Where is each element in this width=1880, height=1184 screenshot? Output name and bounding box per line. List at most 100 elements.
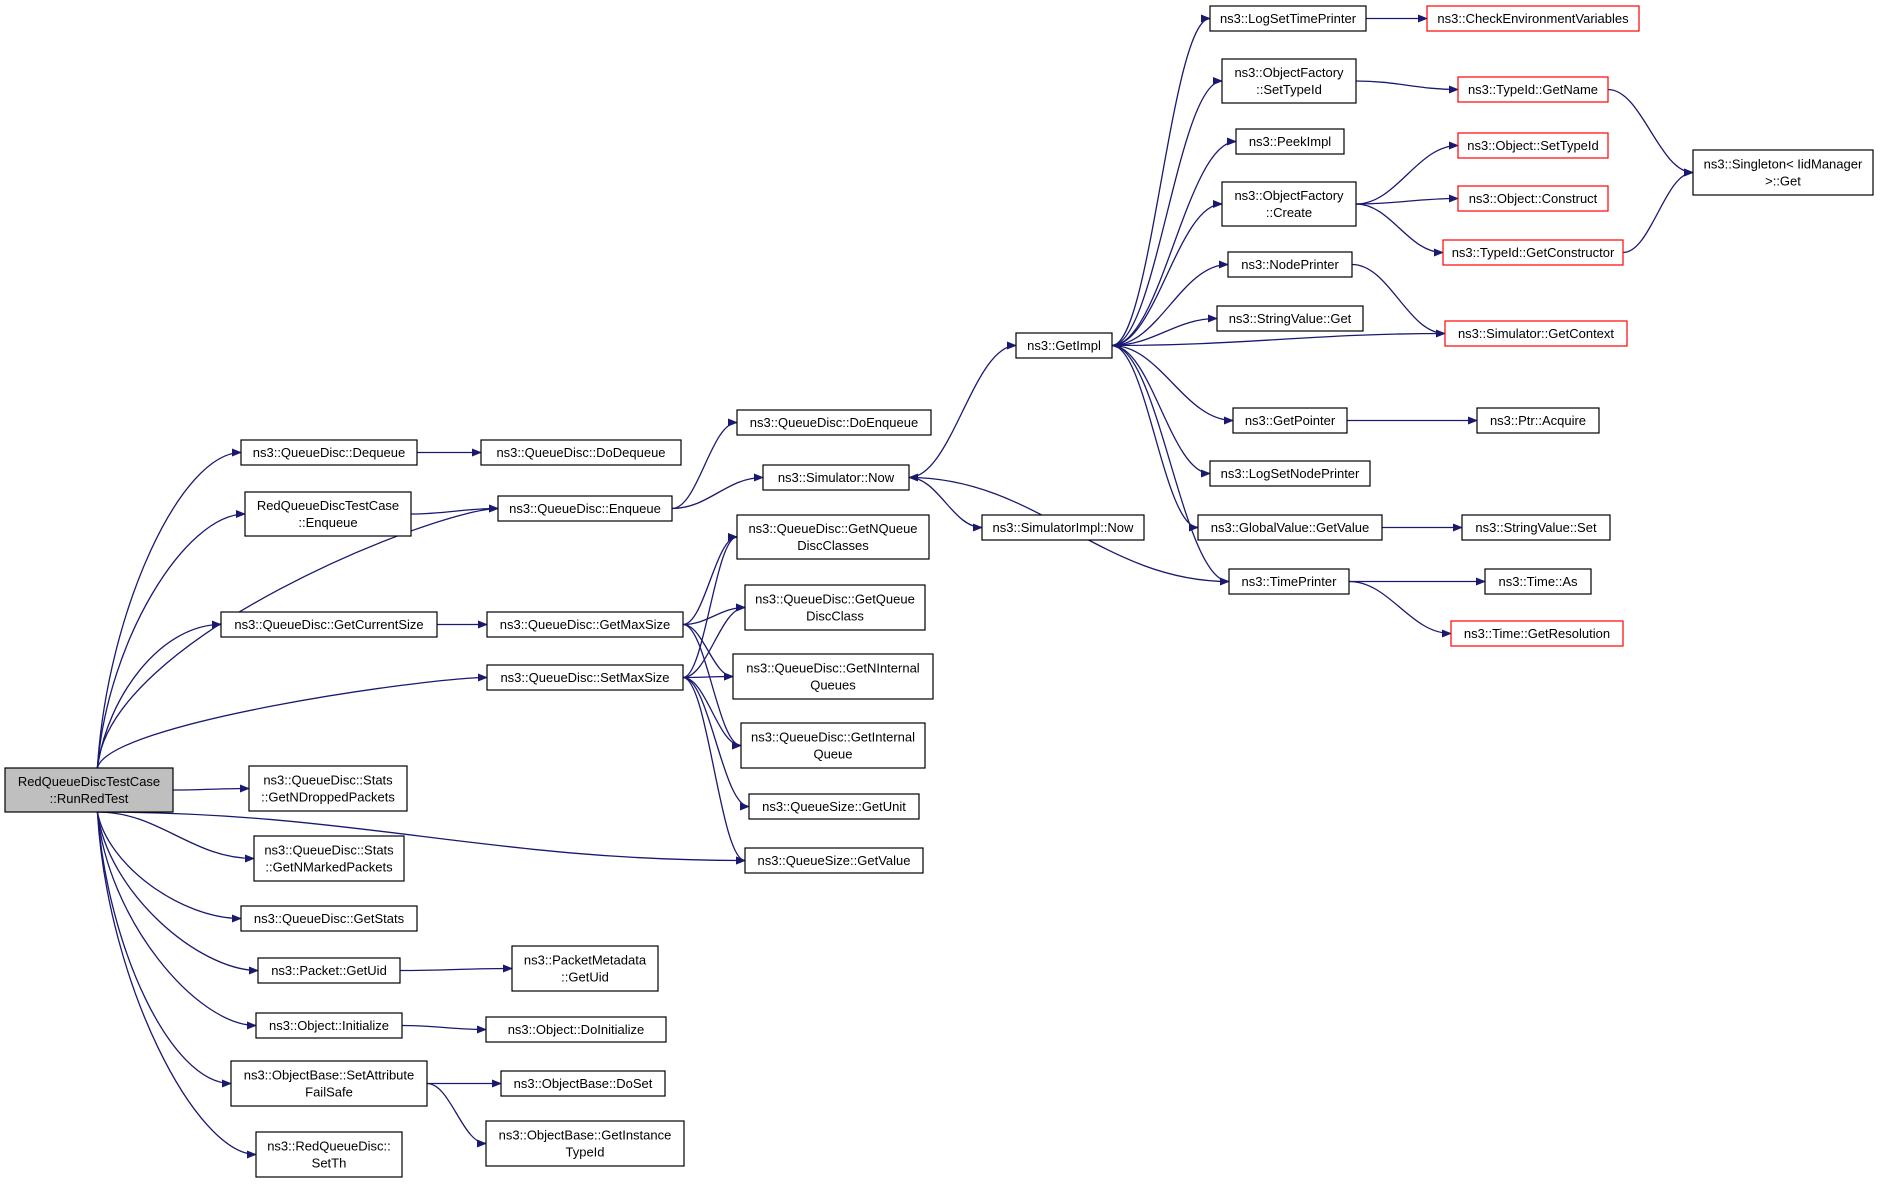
node-box	[1461, 514, 1611, 541]
node-sim-getcontext[interactable]: ns3::Simulator::GetContext	[1444, 320, 1628, 347]
node-box	[486, 664, 684, 691]
node-stats-getnmarked[interactable]: ns3::QueueDisc::Stats::GetNMarkedPackets	[253, 835, 405, 882]
node-simimpl-now[interactable]: ns3::SimulatorImpl::Now	[981, 514, 1145, 541]
node-packet-getuid[interactable]: ns3::Packet::GetUid	[257, 957, 401, 984]
node-qd-dodequeue[interactable]: ns3::QueueDisc::DoDequeue	[480, 439, 682, 466]
node-box	[485, 1120, 685, 1167]
node-stats-getndropped[interactable]: ns3::QueueDisc::Stats::GetNDroppedPacket…	[248, 765, 408, 812]
node-box	[1197, 514, 1383, 541]
node-box	[1221, 58, 1357, 104]
node-typeid-getconstructor[interactable]: ns3::TypeId::GetConstructor	[1442, 239, 1624, 266]
edge-qd_getmaxsize-to-qd_getinternalqueue	[682, 623, 742, 750]
node-label: ns3::ObjectFactory	[1234, 188, 1344, 203]
node-ptr-acquire[interactable]: ns3::Ptr::Acquire	[1476, 407, 1600, 434]
node-of-settypeid[interactable]: ns3::ObjectFactory::SetTypeId	[1221, 58, 1357, 104]
edge-root-to-qd_getstats	[96, 811, 242, 923]
node-box	[486, 611, 684, 638]
node-qd-doenqueue[interactable]: ns3::QueueDisc::DoEnqueue	[736, 409, 932, 436]
node-qd-getmaxsize[interactable]: ns3::QueueDisc::GetMaxSize	[486, 611, 684, 638]
node-pm-getuid[interactable]: ns3::PacketMetadata::GetUid	[511, 945, 659, 992]
node-box	[497, 495, 673, 522]
node-label: ::Create	[1266, 205, 1312, 220]
node-qs-getvalue[interactable]: ns3::QueueSize::GetValue	[744, 847, 924, 874]
edge-qd_setmaxsize-to-qs_getunit	[682, 676, 750, 811]
node-getimpl[interactable]: ns3::GetImpl	[1015, 332, 1113, 359]
node-label: ns3::ObjectFactory	[1234, 65, 1344, 80]
node-nodeprinter[interactable]: ns3::NodePrinter	[1227, 251, 1353, 278]
node-box	[1692, 149, 1874, 196]
node-gv-getvalue[interactable]: ns3::GlobalValue::GetValue	[1197, 514, 1383, 541]
node-sim-now[interactable]: ns3::Simulator::Now	[762, 464, 910, 491]
node-box	[248, 765, 408, 812]
edge-getimpl-to-logsetnodeprinter	[1111, 344, 1211, 478]
node-label: ns3::QueueDisc::Enqueue	[509, 501, 661, 516]
node-typeid-getname[interactable]: ns3::TypeId::GetName	[1457, 76, 1609, 103]
node-obj-settypeid[interactable]: ns3::Object::SetTypeId	[1457, 132, 1609, 159]
node-obj-doinitialize[interactable]: ns3::Object::DoInitialize	[485, 1016, 667, 1043]
node-label: ::GetUid	[561, 970, 609, 985]
node-obj-construct[interactable]: ns3::Object::Construct	[1457, 185, 1609, 212]
node-qd-getcurrentsize[interactable]: ns3::QueueDisc::GetCurrentSize	[220, 611, 438, 638]
node-label: ns3::QueueDisc::GetMaxSize	[500, 617, 671, 632]
node-label: ns3::QueueDisc::GetStats	[254, 911, 405, 926]
edge-root-to-qd_dequeue	[96, 448, 242, 769]
node-label: ns3::QueueSize::GetValue	[758, 853, 911, 868]
node-box	[240, 439, 418, 466]
node-singleton-get[interactable]: ns3::Singleton< IidManager >::Get	[1692, 149, 1874, 196]
node-label: ns3::Packet::GetUid	[271, 963, 387, 978]
node-checkenv[interactable]: ns3::CheckEnvironmentVariables	[1426, 5, 1640, 32]
node-stringvalue-get[interactable]: ns3::StringValue::Get	[1216, 305, 1364, 332]
node-label: ns3::PeekImpl	[1249, 134, 1331, 149]
node-obj-initialize[interactable]: ns3::Object::Initialize	[255, 1012, 403, 1039]
edge-qd_getmaxsize-to-qd_getninternalqueues	[682, 623, 734, 681]
node-rq-enqueue[interactable]: RedQueueDiscTestCase::Enqueue	[244, 491, 412, 537]
node-root[interactable]: RedQueueDiscTestCase::RunRedTest	[4, 767, 174, 813]
node-label: ns3::GetPointer	[1245, 413, 1336, 428]
node-label: DiscClasses	[797, 538, 869, 553]
edge-qd_setmaxsize-to-qs_getvalue	[682, 676, 746, 865]
node-qd-enqueue[interactable]: ns3::QueueDisc::Enqueue	[497, 495, 673, 522]
node-label: ns3::LogSetTimePrinter	[1220, 11, 1357, 26]
edge-typeid_getconstructor-to-singleton_get	[1622, 168, 1694, 254]
node-box	[744, 584, 926, 631]
node-qd-getstats[interactable]: ns3::QueueDisc::GetStats	[240, 905, 418, 932]
node-label: ns3::NodePrinter	[1241, 257, 1339, 272]
node-timeprinter[interactable]: ns3::TimePrinter	[1228, 568, 1350, 595]
node-time-getresolution[interactable]: ns3::Time::GetResolution	[1450, 620, 1624, 647]
node-rqd-setth[interactable]: ns3::RedQueueDisc::SetTh	[255, 1131, 403, 1178]
node-peekimpl[interactable]: ns3::PeekImpl	[1235, 128, 1345, 155]
node-box	[480, 439, 682, 466]
edge-sim_now-to-getimpl	[908, 341, 1017, 479]
edge-getimpl-to-timeprinter	[1111, 344, 1230, 586]
node-label: ns3::Object::Construct	[1469, 191, 1598, 206]
node-label: ::GetNMarkedPackets	[265, 860, 393, 875]
node-qs-getunit[interactable]: ns3::QueueSize::GetUnit	[748, 793, 920, 820]
node-ob-doset[interactable]: ns3::ObjectBase::DoSet	[500, 1070, 666, 1097]
node-stringvalue-set[interactable]: ns3::StringValue::Set	[1461, 514, 1611, 541]
node-box	[1457, 132, 1609, 159]
node-label: ns3::Simulator::Now	[778, 470, 895, 485]
node-qd-setmaxsize[interactable]: ns3::QueueDisc::SetMaxSize	[486, 664, 684, 691]
node-label: ns3::Ptr::Acquire	[1490, 413, 1586, 428]
node-logsettimeprinter[interactable]: ns3::LogSetTimePrinter	[1209, 5, 1367, 32]
node-of-create[interactable]: ns3::ObjectFactory::Create	[1221, 181, 1357, 227]
node-time-as[interactable]: ns3::Time::As	[1484, 568, 1592, 595]
node-box	[4, 767, 174, 813]
edge-obj_initialize-to-obj_doinitialize	[401, 1024, 487, 1034]
edge-timeprinter-to-time_getresolution	[1348, 580, 1452, 638]
edge-root-to-qd_getcurrentsize	[96, 620, 222, 769]
node-label: ns3::TypeId::GetName	[1468, 82, 1598, 97]
node-box	[748, 793, 920, 820]
node-getpointer[interactable]: ns3::GetPointer	[1232, 407, 1348, 434]
edge-qd_enqueue-to-sim_now	[671, 473, 764, 510]
node-qd-dequeue[interactable]: ns3::QueueDisc::Dequeue	[240, 439, 418, 466]
node-logsetnodeprinter[interactable]: ns3::LogSetNodePrinter	[1209, 460, 1371, 487]
node-box	[1209, 460, 1371, 487]
edge-getimpl-to-gv_getvalue	[1111, 344, 1199, 532]
